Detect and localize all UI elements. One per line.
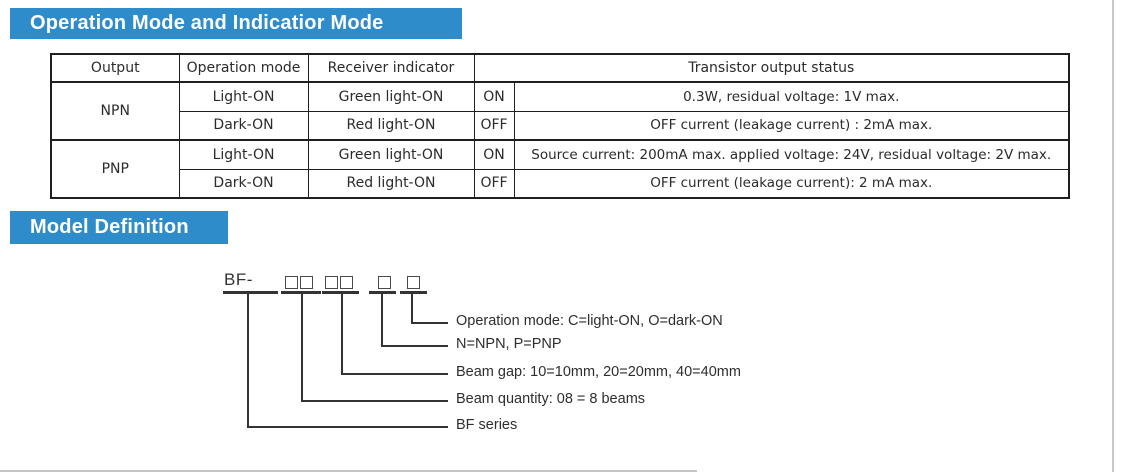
section-title-text: Operation Mode and Indicatior Mode [30, 12, 384, 34]
cell-indicator: Green light-ON [307, 81, 475, 112]
connector-line [301, 400, 448, 402]
cell-output-pnp: PNP [50, 139, 180, 199]
connector-line [341, 373, 448, 375]
header-transistor-status: Transistor output status [473, 53, 1070, 83]
connector-line [381, 294, 383, 347]
digit-box [285, 276, 298, 289]
cell-state: ON [473, 139, 515, 170]
cell-indicator: Red light-ON [307, 168, 475, 199]
page-border-right [1112, 0, 1114, 472]
underline-beam-gap [322, 291, 359, 294]
diagram-label-beam-quantity: Beam quantity: 08 = 8 beams [456, 391, 646, 407]
connector-line [411, 294, 413, 324]
cell-mode: Dark-ON [178, 110, 309, 141]
cell-mode: Light-ON [178, 81, 309, 112]
cell-state: ON [473, 81, 515, 112]
cell-output-npn: NPN [50, 81, 180, 141]
underline-output-type [369, 291, 396, 294]
underline-operation-mode [400, 291, 427, 294]
connector-line [341, 294, 343, 375]
diagram-label-beam-gap: Beam gap: 10=10mm, 20=20mm, 40=40mm [456, 364, 741, 380]
cell-status: OFF current (leakage current): 2 mA max. [513, 168, 1070, 199]
model-prefix: BF- [224, 270, 253, 289]
table-row-npn-darkon: Dark-ON Red light-ON OFF OFF current (le… [51, 110, 1070, 141]
connector-line [381, 345, 448, 347]
cell-status: 0.3W, residual voltage: 1V max. [513, 81, 1070, 112]
section-title-operation-mode: Operation Mode and Indicatior Mode [10, 8, 462, 39]
connector-line [411, 322, 448, 324]
connector-line [247, 294, 249, 428]
operation-mode-table: Output Operation mode Receiver indicator… [50, 53, 1070, 199]
digit-box [407, 276, 420, 289]
diagram-label-bf-series: BF series [456, 417, 518, 433]
header-output: Output [50, 53, 180, 83]
header-receiver-indicator: Receiver indicator [307, 53, 475, 83]
diagram-label-output-type: N=NPN, P=PNP [456, 336, 562, 352]
table-row-pnp-lighton: PNP Light-ON Green light-ON ON Source cu… [50, 139, 1070, 199]
cell-status: OFF current (leakage current) : 2mA max. [513, 110, 1070, 141]
digit-box [340, 276, 353, 289]
digit-box [325, 276, 338, 289]
header-operation-mode: Operation mode [178, 53, 309, 83]
diagram-label-operation-mode: Operation mode: C=light-ON, O=dark-ON [456, 313, 723, 329]
section-title-text: Model Definition [30, 216, 189, 238]
connector-line [301, 294, 303, 402]
connector-line [247, 426, 448, 428]
cell-mode: Light-ON [178, 139, 309, 170]
table-row-npn-lighton: NPN Light-ON Green light-ON ON 0.3W, res… [50, 81, 1070, 141]
underline-prefix [223, 291, 278, 294]
page-border-bottom [0, 470, 697, 472]
digit-box [300, 276, 313, 289]
cell-state: OFF [473, 110, 515, 141]
section-title-model-definition: Model Definition [10, 211, 228, 244]
cell-status: Source current: 200mA max. applied volta… [513, 139, 1070, 170]
table-header-row: Output Operation mode Receiver indicator… [50, 53, 1070, 83]
table-row-pnp-darkon: Dark-ON Red light-ON OFF OFF current (le… [51, 168, 1070, 199]
cell-mode: Dark-ON [178, 168, 309, 199]
underline-beam-quantity [281, 291, 321, 294]
cell-state: OFF [473, 168, 515, 199]
digit-box [378, 276, 391, 289]
cell-indicator: Green light-ON [307, 139, 475, 170]
cell-indicator: Red light-ON [307, 110, 475, 141]
